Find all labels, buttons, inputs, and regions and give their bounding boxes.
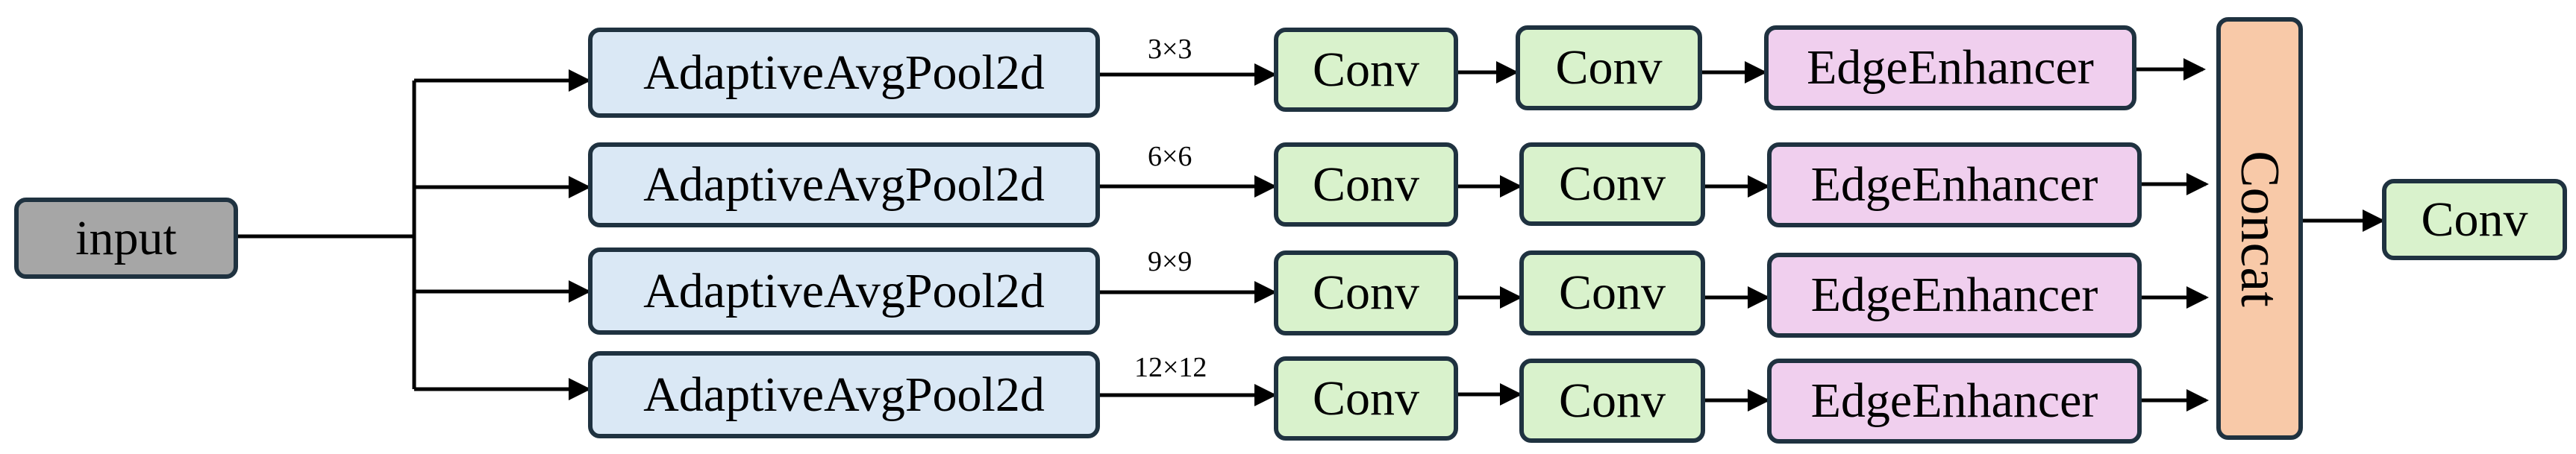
branch-4-pool-node: AdaptiveAvgPool2d (588, 351, 1100, 438)
branch-2-pool-label: AdaptiveAvgPool2d (643, 157, 1045, 212)
branch-3-conv2-node: Conv (1519, 250, 1705, 335)
branch-2-conv2-node: Conv (1519, 142, 1705, 226)
branch-3-pool-node: AdaptiveAvgPool2d (588, 248, 1100, 335)
branch-3-pool-label: AdaptiveAvgPool2d (643, 263, 1045, 318)
input-node: input (14, 198, 238, 279)
branch-4-conv1-label: Conv (1312, 371, 1420, 426)
branch-2-conv1-label: Conv (1312, 157, 1420, 212)
branch-4-conv2-label: Conv (1558, 373, 1666, 428)
branch-3-conv2-label: Conv (1558, 265, 1666, 320)
output-conv-label: Conv (2421, 192, 2528, 247)
branch-3-enhancer-label: EdgeEnhancer (1810, 268, 2098, 322)
branch-2-conv2-label: Conv (1558, 157, 1666, 211)
branch-1-conv1-node: Conv (1274, 28, 1458, 112)
branch-3-conv1-label: Conv (1312, 265, 1420, 320)
branch-4-size-label: 12×12 (1134, 352, 1207, 383)
branch-4-conv1-node: Conv (1274, 356, 1458, 441)
branch-4-enhancer-node: EdgeEnhancer (1767, 359, 2142, 444)
branch-1-pool-node: AdaptiveAvgPool2d (588, 28, 1100, 118)
branch-4-enhancer-label: EdgeEnhancer (1810, 373, 2098, 428)
branch-1-conv2-node: Conv (1516, 25, 1702, 110)
branch-2-pool-node: AdaptiveAvgPool2d (588, 142, 1100, 227)
branch-2-enhancer-label: EdgeEnhancer (1810, 157, 2098, 212)
branch-3-size-label: 9×9 (1148, 246, 1192, 277)
branch-3-conv1-node: Conv (1274, 250, 1458, 335)
branch-1-size-label: 3×3 (1148, 34, 1192, 65)
input-label: input (75, 210, 177, 265)
concat-label: Concat (2229, 150, 2291, 307)
branch-2-size-label: 6×6 (1148, 141, 1192, 172)
branch-4-pool-label: AdaptiveAvgPool2d (643, 367, 1045, 422)
branch-4-conv2-node: Conv (1519, 359, 1705, 443)
output-conv-node: Conv (2382, 179, 2567, 260)
branch-1-conv1-label: Conv (1312, 42, 1420, 97)
concat-node: Concat (2216, 17, 2303, 440)
branch-1-pool-label: AdaptiveAvgPool2d (643, 45, 1045, 100)
branch-2-conv1-node: Conv (1274, 142, 1458, 227)
branch-2-enhancer-node: EdgeEnhancer (1767, 142, 2142, 227)
branch-1-conv2-label: Conv (1555, 40, 1663, 95)
branch-1-enhancer-label: EdgeEnhancer (1807, 40, 2094, 95)
branch-1-enhancer-node: EdgeEnhancer (1764, 25, 2136, 110)
branch-3-enhancer-node: EdgeEnhancer (1767, 253, 2142, 338)
